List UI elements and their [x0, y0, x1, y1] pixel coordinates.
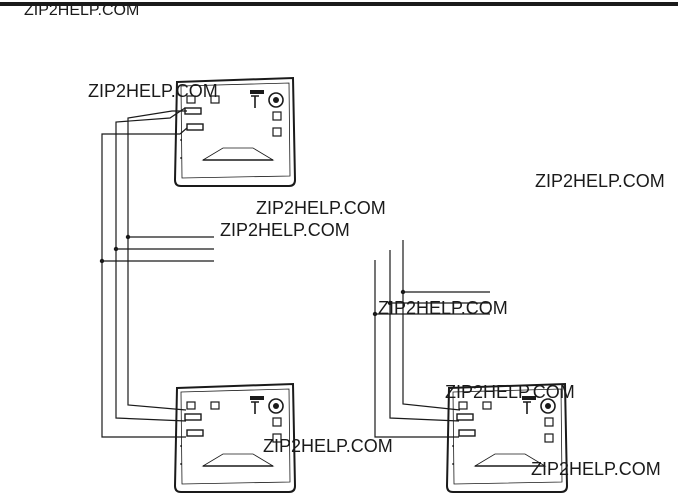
- wire-c: [101, 127, 188, 438]
- watermark-2: ZIP2HELP.COM: [535, 171, 665, 191]
- port-right-b: [272, 127, 282, 137]
- wiring-right: [372, 240, 490, 438]
- terminal-block-b: [186, 123, 204, 131]
- device-unit-bottom-right: [445, 382, 569, 493]
- watermark-6: ZIP2HELP.COM: [445, 382, 575, 402]
- control-knob: [268, 92, 284, 108]
- port-right-a: [272, 111, 282, 121]
- wire-e: [389, 250, 460, 422]
- watermark-7: ZIP2HELP.COM: [263, 436, 393, 456]
- watermark-header: ZIP2HELP.COM: [24, 2, 140, 19]
- port-center: [210, 95, 220, 104]
- device-unit-top-left: [173, 76, 297, 187]
- wire-d: [402, 240, 461, 411]
- watermark-5: ZIP2HELP.COM: [378, 298, 508, 318]
- wiring-left: [99, 107, 214, 438]
- watermark-1: ZIP2HELP.COM: [88, 81, 218, 101]
- watermark-4: ZIP2HELP.COM: [220, 220, 350, 240]
- front-panel: [201, 147, 275, 161]
- t-marker: [251, 95, 259, 108]
- wire-a: [127, 110, 187, 411]
- wire-b: [115, 107, 187, 422]
- header-rule: [0, 2, 678, 6]
- wire-f: [374, 260, 459, 438]
- device-unit-bottom-left: [173, 382, 297, 493]
- watermark-3: ZIP2HELP.COM: [256, 198, 386, 218]
- display-slot: [250, 90, 264, 94]
- terminal-block-a: [184, 107, 202, 115]
- watermark-8: ZIP2HELP.COM: [531, 459, 661, 479]
- port-left: [186, 95, 196, 104]
